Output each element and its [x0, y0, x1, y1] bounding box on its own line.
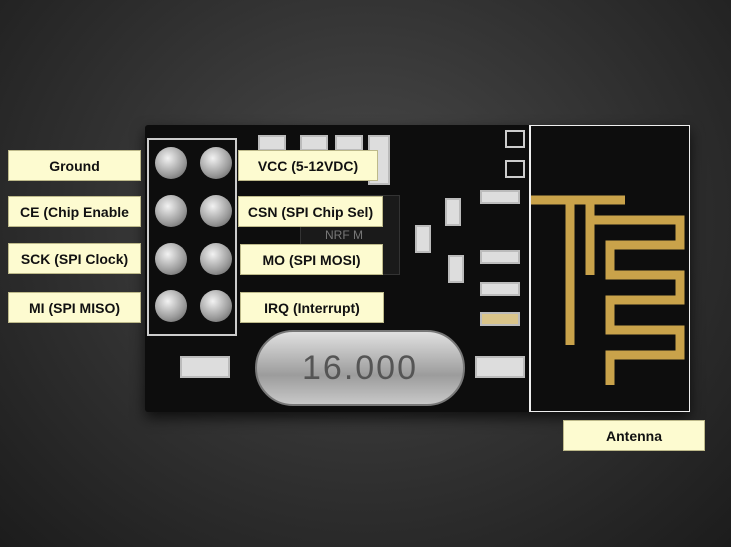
pin-header-outline [147, 138, 237, 336]
smd-component [180, 356, 230, 378]
smd-component [300, 135, 328, 151]
label-mi: MI (SPI MISO) [8, 292, 141, 323]
antenna-edge [529, 125, 690, 412]
smd-component [258, 135, 286, 151]
smd-component [480, 312, 520, 326]
label-vcc: VCC (5-12VDC) [238, 150, 378, 181]
smd-component [480, 282, 520, 296]
label-mo: MO (SPI MOSI) [240, 244, 383, 275]
pin-irq [200, 290, 232, 322]
antenna-trace-path [530, 195, 685, 385]
smd-component [335, 135, 363, 151]
label-ground: Ground [8, 150, 141, 181]
pin-sck [155, 243, 187, 275]
smd-component [445, 198, 461, 226]
label-ce: CE (Chip Enable [8, 196, 141, 227]
pad [505, 130, 525, 148]
pin-vcc [200, 147, 232, 179]
label-irq: IRQ (Interrupt) [240, 292, 384, 323]
smd-component [480, 190, 520, 204]
smd-component [415, 225, 431, 253]
pin-mo [200, 243, 232, 275]
pad [505, 160, 525, 178]
crystal-16mhz: 16.000 [255, 330, 465, 406]
pin-mi [155, 290, 187, 322]
pin-ground [155, 147, 187, 179]
antenna-trace [529, 125, 690, 412]
label-sck: SCK (SPI Clock) [8, 243, 141, 274]
smd-component [480, 250, 520, 264]
label-antenna: Antenna [563, 420, 705, 451]
pin-csn [200, 195, 232, 227]
smd-component [448, 255, 464, 283]
smd-component [475, 356, 525, 378]
pin-ce [155, 195, 187, 227]
label-csn: CSN (SPI Chip Sel) [238, 196, 383, 227]
crystal-marking: 16.000 [302, 348, 418, 387]
chip-marking: NRF M [325, 228, 363, 242]
